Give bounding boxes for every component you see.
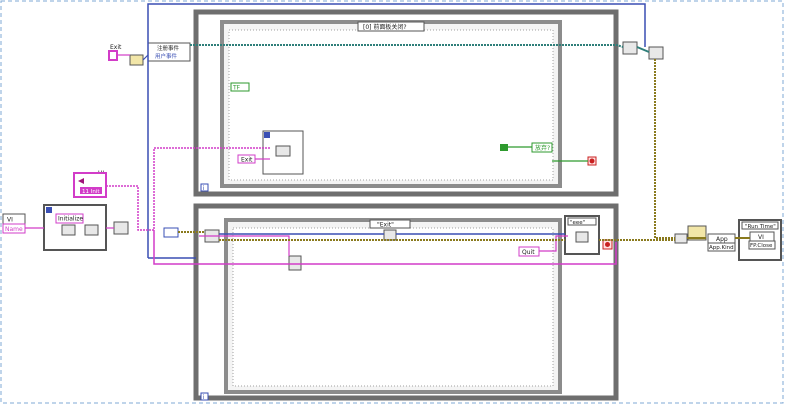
reference-icon (78, 178, 84, 184)
wire-user-event (142, 54, 149, 61)
stop-icon (589, 158, 595, 164)
wire-event-out (636, 46, 650, 53)
quit-label: Quit (522, 249, 535, 256)
exit-const-caption: Exit (110, 44, 122, 51)
small-case-selector[interactable] (567, 217, 597, 226)
initialize-node-2[interactable] (84, 224, 99, 236)
yes-no-terminal (230, 82, 250, 92)
initialize-node[interactable] (61, 224, 76, 236)
event-loop-top[interactable]: [0] 前面板关闭? i TF Exit 放弃? (193, 9, 619, 197)
error-node[interactable] (687, 225, 707, 241)
init-sub-badge (80, 187, 102, 194)
inner-node[interactable] (275, 145, 291, 157)
inner-node-marker (264, 132, 270, 138)
case-inner-node[interactable] (383, 229, 397, 241)
initialize-const (55, 213, 84, 224)
obtain-queue-node[interactable] (113, 221, 129, 235)
init-sub-label: 11 Init (82, 189, 100, 195)
create-user-event-node[interactable] (129, 54, 144, 66)
run-time-selector[interactable] (741, 221, 779, 230)
case-selector-label: "Exit" (377, 222, 394, 229)
fp-close-label: FP.Close (750, 243, 773, 249)
wires (25, 3, 750, 265)
app-label: App (716, 236, 728, 243)
initialize-label: Initialize (58, 216, 83, 223)
wire-error-vertical (654, 59, 675, 239)
unregister-events-node[interactable] (648, 46, 664, 60)
iteration-terminal-bottom (200, 392, 209, 401)
wire-pink-inner (199, 235, 290, 256)
wire-event-reg (190, 44, 624, 48)
iteration-terminal-top (200, 183, 209, 192)
destroy-event-node[interactable] (622, 41, 638, 55)
user-event-label: 用户事件 (155, 52, 178, 60)
fp-close-node[interactable] (748, 240, 776, 250)
small-case-label: "eee" (570, 220, 585, 226)
vi-close-label: VI (758, 234, 764, 241)
queue-ref-tunnel (163, 227, 179, 238)
exit-const-inner-label: Exit (241, 157, 253, 164)
right-cleanup: App App.Kind "Run Time" VI FP.Close (622, 41, 782, 261)
wire-cluster-bottom (153, 230, 617, 265)
queue-loop-bottom[interactable]: "Exit" i "eee" Quit (193, 203, 619, 401)
yes-no-label: TF (232, 85, 241, 92)
true-constant (500, 144, 508, 151)
left-initialization: Exit 注册事件 用户事件 UI 11 Init Initialize VI … (2, 42, 191, 251)
wire-quit (539, 235, 568, 252)
case-structure-inner (232, 227, 554, 387)
small-case-node[interactable] (575, 231, 589, 243)
exit-control[interactable] (108, 50, 118, 61)
stop-icon-bottom (605, 242, 610, 247)
vi-ref-label: VI (7, 217, 13, 224)
release-queue-node[interactable] (674, 233, 688, 244)
event-case-selector[interactable] (357, 21, 425, 32)
vi-name-label: Name (5, 226, 23, 233)
unbundle-node[interactable] (288, 255, 302, 271)
register-events-label: 注册事件 (157, 44, 180, 52)
subvi-marker (46, 207, 52, 213)
app-kind-label: App.Kind (709, 245, 734, 251)
app-kind-node[interactable] (707, 242, 736, 252)
run-time-label: "Run Time" (745, 224, 776, 230)
case-selector[interactable] (369, 219, 411, 229)
event-case-label: [0] 前面板关闭? (363, 23, 407, 31)
stop-label: 放弃? (535, 144, 550, 152)
wire-cluster (106, 147, 270, 231)
event-structure-inner (228, 29, 554, 181)
wire-queue-top (147, 3, 646, 258)
iter-label-top: i (203, 185, 205, 192)
iter-label-bottom: i (203, 394, 205, 401)
